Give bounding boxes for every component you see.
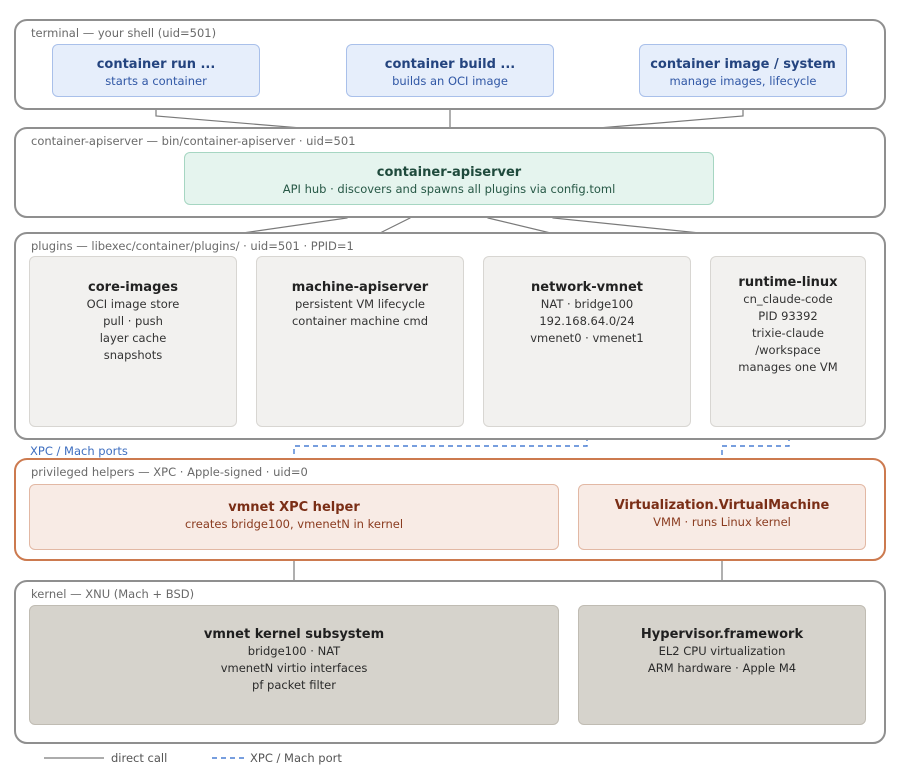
box-line: snapshots xyxy=(103,348,163,362)
box-line: vmenet0 · vmenet1 xyxy=(530,331,644,345)
box-line: NAT · bridge100 xyxy=(540,297,634,311)
box-line: container machine cmd xyxy=(291,314,429,328)
box-title: container image / system xyxy=(650,57,836,72)
box-line: 192.168.64.0/24 xyxy=(539,314,635,328)
box-line: ARM hardware · Apple M4 xyxy=(647,661,797,675)
apiserver-layer-label: container-apiserver — bin/container-apis… xyxy=(31,134,356,148)
virtualization-virtualmachine-box[interactable]: Virtualization.VirtualMachine VMM · runs… xyxy=(578,484,866,550)
box-title: Hypervisor.framework xyxy=(640,627,804,642)
hypervisor-framework-box[interactable]: Hypervisor.framework EL2 CPU virtualizat… xyxy=(578,605,866,725)
box-title: container-apiserver xyxy=(376,165,522,180)
box-line: persistent VM lifecycle xyxy=(295,297,425,311)
box-line: trixie-claude xyxy=(752,326,824,340)
box-line: cn_claude-code xyxy=(743,292,833,306)
box-line: /workspace xyxy=(755,343,821,357)
container-build-box[interactable]: container build ... builds an OCI image xyxy=(346,44,554,97)
box-line: manages one VM xyxy=(738,360,838,374)
box-title: runtime-linux xyxy=(738,275,838,290)
helpers-layer-label: privileged helpers — XPC · Apple-signed … xyxy=(31,465,308,479)
network-vmnet-box[interactable]: network-vmnet NAT · bridge100 192.168.64… xyxy=(483,256,691,427)
box-title: network-vmnet xyxy=(531,280,643,295)
box-line: creates bridge100, vmenetN in kernel xyxy=(184,517,404,531)
core-images-box[interactable]: core-images OCI image store pull · push … xyxy=(29,256,237,427)
legend-xpc-mach-port-label: XPC / Mach port xyxy=(250,751,342,765)
legend-direct-call-label: direct call xyxy=(111,751,168,765)
container-apiserver-box[interactable]: container-apiserver API hub · discovers … xyxy=(184,152,714,205)
box-line: API hub · discovers and spawns all plugi… xyxy=(282,182,616,196)
box-line: OCI image store xyxy=(86,297,180,311)
box-line: starts a container xyxy=(105,74,207,88)
box-line: builds an OCI image xyxy=(392,74,508,88)
box-title: vmnet XPC helper xyxy=(228,500,360,515)
box-line: layer cache xyxy=(99,331,167,345)
xpc-mach-ports-label: XPC / Mach ports xyxy=(30,444,128,458)
runtime-linux-box[interactable]: runtime-linux cn_claude-code PID 93392 t… xyxy=(710,256,866,427)
container-run-box[interactable]: container run ... starts a container xyxy=(52,44,260,97)
box-line: EL2 CPU virtualization xyxy=(658,644,786,658)
plugins-layer-label: plugins — libexec/container/plugins/ · u… xyxy=(31,239,354,253)
box-title: Virtualization.VirtualMachine xyxy=(614,498,830,513)
kernel-layer-label: kernel — XNU (Mach + BSD) xyxy=(31,587,195,601)
vmnet-xpc-helper-box[interactable]: vmnet XPC helper creates bridge100, vmen… xyxy=(29,484,559,550)
box-title: core-images xyxy=(88,280,178,295)
box-line: pull · push xyxy=(103,314,163,328)
box-title: vmnet kernel subsystem xyxy=(203,627,385,642)
container-image-system-box[interactable]: container image / system manage images, … xyxy=(639,44,847,97)
box-title: container run ... xyxy=(96,57,216,72)
box-title: machine-apiserver xyxy=(291,280,429,295)
box-line: VMM · runs Linux kernel xyxy=(653,515,791,529)
machine-apiserver-box[interactable]: machine-apiserver persistent VM lifecycl… xyxy=(256,256,464,427)
box-line: manage images, lifecycle xyxy=(669,74,817,88)
box-line: pf packet filter xyxy=(252,678,336,692)
box-line: PID 93392 xyxy=(758,309,818,323)
box-title: container build ... xyxy=(384,57,516,72)
vmnet-kernel-subsystem-box[interactable]: vmnet kernel subsystem bridge100 · NAT v… xyxy=(29,605,559,725)
box-line: vmenetN virtio interfaces xyxy=(220,661,368,675)
terminal-layer-label: terminal — your shell (uid=501) xyxy=(31,26,217,40)
box-line: bridge100 · NAT xyxy=(247,644,341,658)
